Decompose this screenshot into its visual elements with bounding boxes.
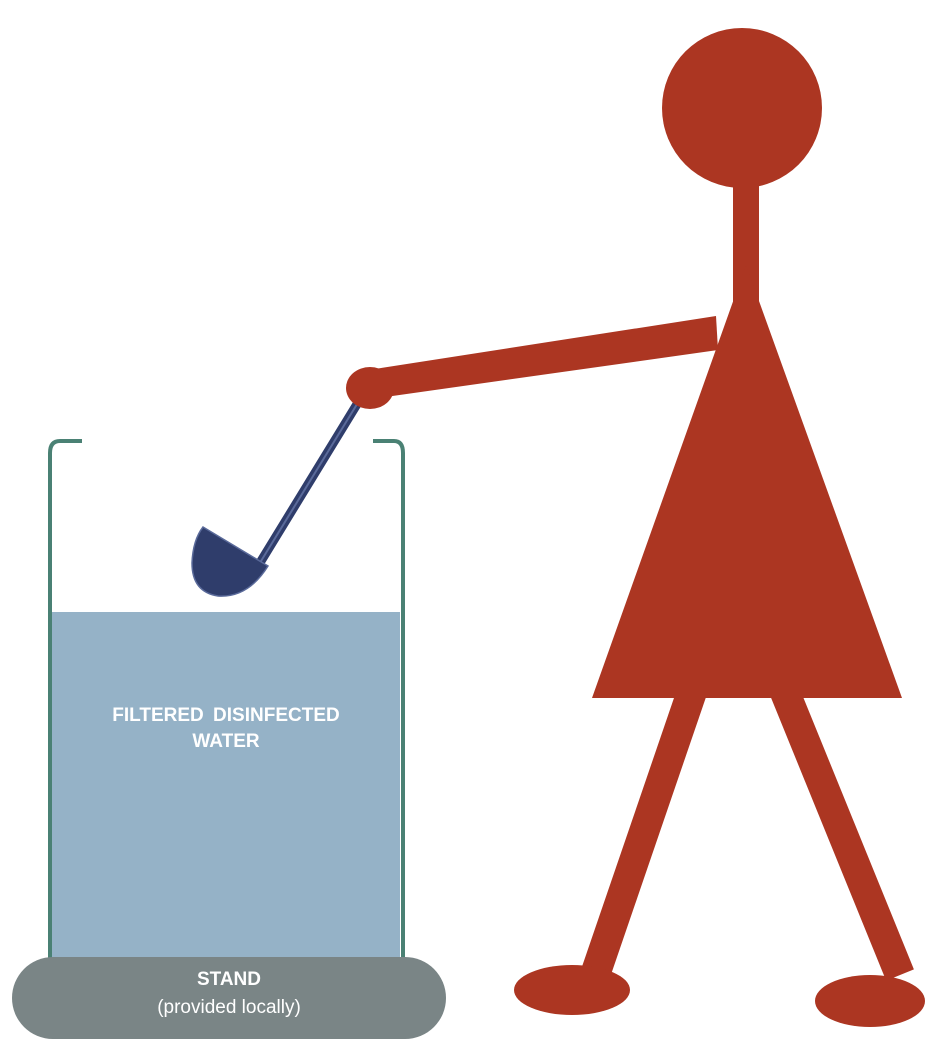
person-right-foot <box>815 975 925 1027</box>
person-right-leg <box>780 680 900 975</box>
person-left-leg <box>595 680 696 975</box>
stand-note: (provided locally) <box>12 997 446 1019</box>
person-arm <box>368 316 718 398</box>
water-label-line2: WATER <box>52 729 400 755</box>
water-label-line1: FILTERED DISINFECTED <box>52 703 400 729</box>
ladle-icon <box>192 527 268 596</box>
water-fill <box>52 612 400 960</box>
person-head <box>662 28 822 188</box>
person-left-foot <box>514 965 630 1015</box>
person-hand <box>346 367 394 409</box>
water-label: FILTERED DISINFECTED WATER <box>52 703 400 754</box>
stand-title: STAND <box>12 969 446 991</box>
ladle-handle-highlight <box>258 396 362 566</box>
